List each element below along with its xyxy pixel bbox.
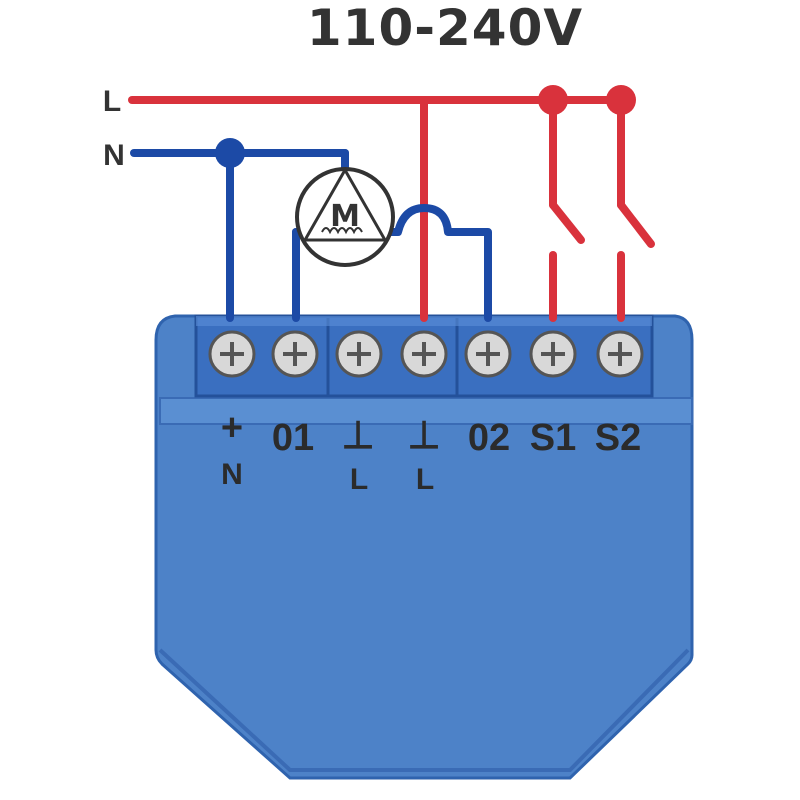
terminal-7-label: S2 bbox=[595, 417, 641, 459]
terminal-3-label: ⊥ bbox=[341, 415, 374, 457]
live-line-label: L bbox=[103, 85, 121, 118]
device-housing bbox=[154, 314, 694, 780]
terminal-labels: + N 01 ⊥ L ⊥ L 02 S1 S2 bbox=[221, 407, 641, 496]
terminal-4-sublabel: L bbox=[416, 463, 434, 496]
terminal-5-label: 02 bbox=[468, 417, 510, 459]
screw-terminal-5 bbox=[464, 330, 512, 378]
terminal-6-label: S1 bbox=[530, 417, 576, 459]
terminal-3-sublabel: L bbox=[350, 463, 368, 496]
screw-terminals bbox=[208, 330, 644, 378]
motor-letter: M bbox=[330, 199, 360, 234]
screw-terminal-6 bbox=[529, 330, 577, 378]
device-bottom-bevel bbox=[158, 648, 690, 772]
screw-terminal-3 bbox=[335, 330, 383, 378]
screw-terminal-7 bbox=[596, 330, 644, 378]
terminal-2-label: 01 bbox=[272, 417, 314, 459]
terminal-1-sublabel: N bbox=[221, 458, 243, 491]
terminal-4-label: ⊥ bbox=[407, 415, 440, 457]
motor-symbol: M bbox=[295, 166, 395, 267]
device-body bbox=[154, 314, 694, 780]
neutral-line-label: N bbox=[103, 139, 125, 172]
live-junction-s1 bbox=[538, 85, 568, 115]
neutral-junction bbox=[215, 138, 245, 168]
voltage-label: 110-240V bbox=[307, 0, 583, 57]
screw-terminal-1 bbox=[208, 330, 256, 378]
motor-triangle bbox=[302, 166, 388, 242]
terminal-1-label: + bbox=[221, 407, 243, 449]
motor-winding bbox=[321, 227, 363, 235]
device-front-panel bbox=[159, 397, 693, 425]
screw-terminal-2 bbox=[271, 330, 319, 378]
screw-terminal-4 bbox=[400, 330, 448, 378]
live-junction-s2 bbox=[606, 85, 636, 115]
